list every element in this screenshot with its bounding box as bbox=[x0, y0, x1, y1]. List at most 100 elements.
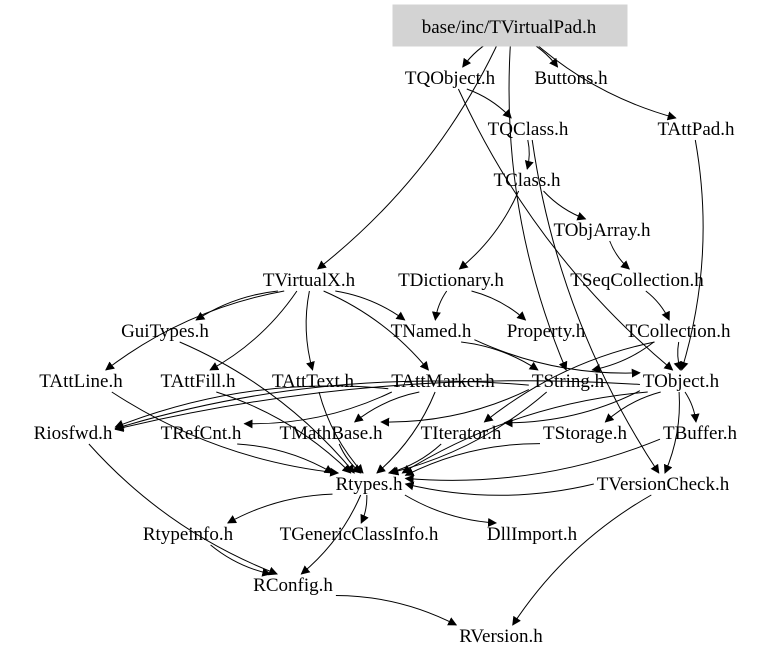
node-trefcnt: TRefCnt.h bbox=[161, 423, 242, 444]
edge-tcollection-to-tstring bbox=[591, 341, 655, 373]
node-label: TCollection.h bbox=[625, 321, 731, 342]
edge-tvirtualpad-to-tstring bbox=[508, 37, 568, 371]
edge-tobject-to-titerator bbox=[503, 390, 641, 428]
node-property: Property.h bbox=[507, 321, 586, 342]
edge-rtypes-to-dllimport bbox=[404, 494, 497, 527]
edge-tattline-to-rtypes bbox=[111, 391, 340, 477]
edge-trefcnt-to-rtypes bbox=[237, 443, 334, 474]
node-label: TQObject.h bbox=[405, 68, 496, 89]
edge-tobject-to-tstorage bbox=[604, 391, 661, 423]
node-tbuffer: TBuffer.h bbox=[663, 423, 738, 444]
node-label: TString.h bbox=[532, 371, 605, 392]
edge-tqobject-to-tqclass bbox=[466, 88, 512, 119]
node-label: GuiTypes.h bbox=[121, 321, 209, 342]
edge-tattfill-to-rtypes bbox=[216, 391, 352, 474]
node-tattline: TAttLine.h bbox=[39, 371, 123, 392]
node-label: TAttPad.h bbox=[657, 119, 735, 140]
node-label: TSeqCollection.h bbox=[570, 270, 704, 291]
node-label: TClass.h bbox=[493, 170, 561, 191]
edge-tobject-to-riosfwd bbox=[114, 380, 640, 432]
node-rtypeinfo: Rtypeinfo.h bbox=[143, 524, 234, 545]
node-tcollection: TCollection.h bbox=[625, 321, 731, 342]
node-label: TIterator.h bbox=[421, 423, 502, 444]
node-tversioncheck: TVersionCheck.h bbox=[597, 474, 730, 495]
node-label: TStorage.h bbox=[543, 423, 627, 444]
node-label: Property.h bbox=[507, 321, 586, 342]
edge-tclass-to-tobjarray bbox=[543, 190, 587, 221]
node-label: TGenericClassInfo.h bbox=[280, 524, 439, 545]
node-rconfig: RConfig.h bbox=[253, 575, 333, 596]
node-label: RVersion.h bbox=[459, 626, 543, 647]
node-tstring: TString.h bbox=[532, 371, 605, 392]
node-label: TAttLine.h bbox=[39, 371, 123, 392]
edge-tvirtualpad-to-tattpad bbox=[528, 37, 677, 121]
edge-tcollection-to-tobject bbox=[673, 341, 683, 371]
edge-tqclass-to-tversioncheck bbox=[531, 139, 660, 474]
node-label: TAttFill.h bbox=[160, 371, 236, 392]
node-rtypes: Rtypes.h bbox=[335, 474, 403, 495]
node-label: Rtypes.h bbox=[335, 474, 403, 495]
node-label: Rtypeinfo.h bbox=[143, 524, 234, 545]
edge-tvirtualpad-to-tvirtualx bbox=[316, 37, 501, 270]
edge-titerator-to-rtypes bbox=[387, 443, 442, 476]
edge-tattmarker-to-tmathbase bbox=[353, 391, 420, 423]
edge-guitypes-to-rtypes bbox=[179, 341, 355, 474]
edge-tobject-to-tbuffer bbox=[684, 391, 700, 423]
node-label: TAttText.h bbox=[272, 371, 355, 392]
node-tobjarray: TObjArray.h bbox=[553, 220, 651, 241]
node-tattpad: TAttPad.h bbox=[657, 119, 735, 140]
node-label: base/inc/TVirtualPad.h bbox=[422, 17, 597, 38]
node-tattfill: TAttFill.h bbox=[160, 371, 236, 392]
node-label: TBuffer.h bbox=[663, 423, 738, 444]
node-dllimport: DllImport.h bbox=[487, 524, 578, 545]
edge-tobject-to-rtypes bbox=[401, 391, 648, 474]
edge-tdictionary-to-tnamed bbox=[431, 290, 448, 321]
edge-tobject-to-tversioncheck bbox=[663, 391, 680, 474]
dependency-edges bbox=[88, 37, 704, 626]
edge-tattmarker-to-rtypes bbox=[376, 391, 436, 474]
edge-tattmarker-to-riosfwd bbox=[114, 385, 389, 429]
node-buttons: Buttons.h bbox=[534, 68, 608, 89]
node-tstorage: TStorage.h bbox=[543, 423, 627, 444]
edge-tvirtualx-to-tattfill bbox=[209, 290, 298, 371]
edge-tversioncheck-to-rtypes bbox=[404, 481, 594, 496]
node-tatttext: TAttText.h bbox=[272, 371, 355, 392]
node-label: DllImport.h bbox=[487, 524, 578, 545]
node-label: Riosfwd.h bbox=[34, 423, 113, 444]
node-label: TNamed.h bbox=[391, 321, 472, 342]
node-label: RConfig.h bbox=[253, 575, 333, 596]
root-node-box bbox=[392, 4, 628, 47]
node-tqclass: TQClass.h bbox=[488, 119, 569, 140]
node-riosfwd: Riosfwd.h bbox=[34, 423, 113, 444]
node-label: TDictionary.h bbox=[398, 270, 504, 291]
edge-tmathbase-to-rtypes bbox=[338, 443, 362, 474]
node-tattmarker: TAttMarker.h bbox=[391, 371, 495, 392]
edge-tvirtualx-to-guitypes bbox=[195, 290, 278, 321]
edge-tqclass-to-tclass bbox=[524, 139, 534, 170]
node-tgenericclassinfo: TGenericClassInfo.h bbox=[280, 524, 439, 545]
node-tvirtualx: TVirtualX.h bbox=[263, 270, 356, 291]
edge-riosfwd-to-rconfig bbox=[88, 443, 278, 576]
node-titerator: TIterator.h bbox=[421, 423, 502, 444]
edge-rtypes-to-tgenericclassinfo bbox=[360, 494, 369, 524]
edge-tvirtualx-to-tattmarker bbox=[323, 290, 429, 371]
node-label: TVirtualX.h bbox=[263, 270, 356, 291]
edge-tobjarray-to-tseqcollection bbox=[609, 240, 630, 270]
edge-rconfig-to-rversion bbox=[335, 595, 458, 626]
node-label: TRefCnt.h bbox=[161, 423, 242, 444]
edge-rtypes-to-rtypeinfo bbox=[227, 493, 333, 524]
edge-rtypeinfo-to-rconfig bbox=[210, 544, 272, 577]
node-rversion: RVersion.h bbox=[459, 626, 543, 647]
edge-tattmarker-to-trefcnt bbox=[243, 391, 393, 429]
node-tnamed: TNamed.h bbox=[391, 321, 472, 342]
node-label: TQClass.h bbox=[488, 119, 569, 140]
node-label: TVersionCheck.h bbox=[597, 474, 730, 495]
edge-tqobject-to-tobject bbox=[457, 88, 674, 371]
node-tdictionary: TDictionary.h bbox=[398, 270, 504, 291]
node-label: TAttMarker.h bbox=[391, 371, 495, 392]
node-label: TMathBase.h bbox=[280, 423, 383, 444]
edge-tdictionary-to-property bbox=[471, 290, 527, 321]
node-label: TObject.h bbox=[643, 371, 720, 392]
